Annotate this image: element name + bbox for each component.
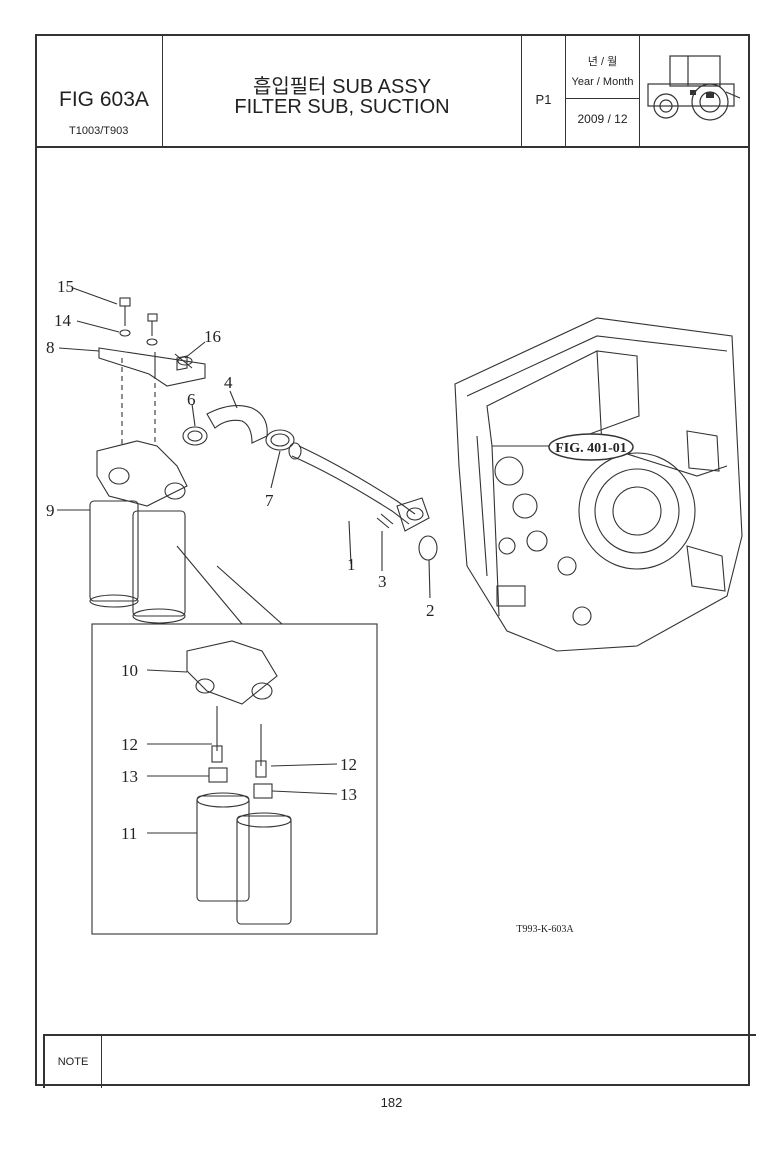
- callout-15: 15: [57, 277, 74, 296]
- date-cell: 년 / 월 Year / Month 2009 / 12: [566, 36, 640, 146]
- detail-view-frame: [91, 623, 378, 935]
- callout-1: 1: [347, 555, 356, 574]
- page-frame: FIG 603A T1003/T903 흡입필터 SUB ASSY FILTER…: [35, 34, 756, 1088]
- callout-13-left: 13: [121, 767, 138, 786]
- callout-12-left: 12: [121, 735, 138, 754]
- callout-16: 16: [204, 327, 221, 346]
- suction-pipe: [291, 455, 410, 525]
- filter-cartridge-right: [132, 510, 186, 617]
- page-code-cell: P1: [522, 36, 566, 146]
- detail-cartridge-right: [236, 815, 292, 925]
- page-number: 182: [380, 1095, 403, 1110]
- reference-badge: [548, 433, 634, 461]
- filter-head: [96, 440, 188, 507]
- hose-clamp-left: [182, 426, 208, 446]
- exploded-parts-drawing: FIG. 401-01 15 14 8 16 4 6 7 9 1 3 2 10 …: [46, 277, 743, 935]
- filter-cartridge-left: [89, 500, 139, 602]
- transmission-housing: [454, 317, 743, 652]
- callout-2: 2: [426, 601, 435, 620]
- date-divider: [566, 98, 639, 99]
- callout-4: 4: [224, 373, 233, 392]
- mounting-bracket: [98, 347, 206, 387]
- fig-number: FIG 603A: [59, 88, 149, 111]
- title-cell: 흡입필터 SUB ASSY FILTER SUB, SUCTION: [163, 36, 522, 146]
- year-month-korean: 년 / 월: [587, 56, 618, 68]
- page-code: P1: [535, 92, 552, 107]
- title-english: FILTER SUB, SUCTION: [234, 96, 450, 118]
- callout-8: 8: [46, 338, 55, 357]
- year-month-label: Year / Month: [571, 76, 634, 88]
- callout-13-right: 13: [340, 785, 357, 804]
- thumbnail-cell: [640, 36, 748, 146]
- reference-badge-label: FIG. 401-01: [555, 441, 627, 456]
- tractor-icon: [647, 55, 741, 121]
- callout-7: 7: [265, 491, 274, 510]
- pipe-flange: [396, 497, 430, 532]
- title-korean: 흡입필터 SUB ASSY: [252, 76, 432, 98]
- hose-clamp-right: [265, 429, 295, 451]
- callout-10: 10: [121, 661, 138, 680]
- detail-cartridge-left: [196, 795, 250, 902]
- callout-14: 14: [54, 311, 72, 330]
- o-ring: [418, 535, 438, 561]
- note-label: NOTE: [57, 1056, 89, 1068]
- callout-12-right: 12: [340, 755, 357, 774]
- year-month-value: 2009 / 12: [577, 112, 628, 126]
- note-row: NOTE: [43, 1034, 756, 1088]
- drawing-code: T993-K-603A: [516, 924, 574, 935]
- callout-3: 3: [378, 572, 387, 591]
- suction-hose: [206, 405, 268, 444]
- note-label-cell: NOTE: [45, 1036, 102, 1088]
- title-block: FIG 603A T1003/T903 흡입필터 SUB ASSY FILTER…: [37, 36, 748, 148]
- detail-filter-head: [186, 640, 278, 705]
- callout-9: 9: [46, 501, 55, 520]
- model-codes: T1003/T903: [69, 125, 129, 137]
- fig-cell: FIG 603A T1003/T903: [37, 36, 163, 146]
- callout-11: 11: [121, 824, 137, 843]
- callout-6: 6: [187, 390, 196, 409]
